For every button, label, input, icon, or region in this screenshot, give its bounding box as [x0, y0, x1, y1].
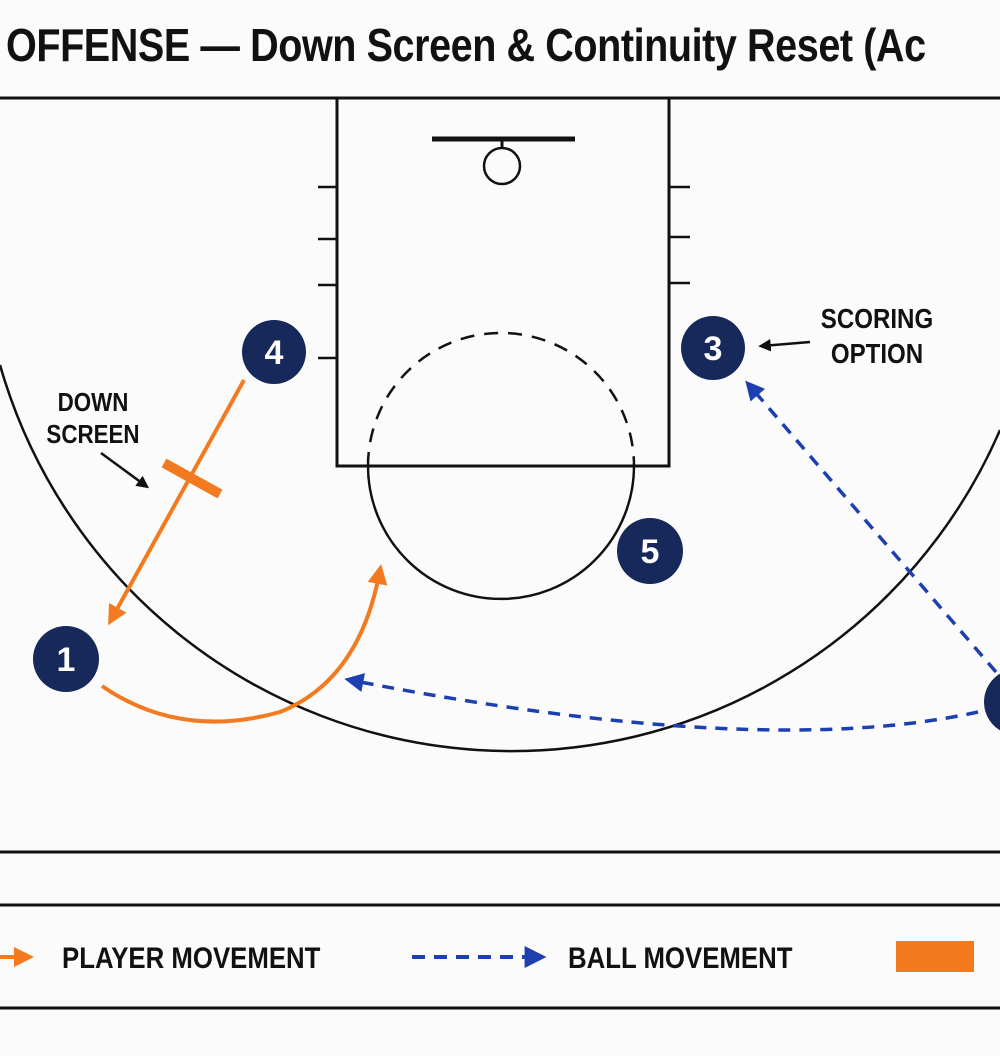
legend-player-movement-label: PLAYER MOVEMENT — [62, 941, 320, 974]
down-screen-label-line1: DOWN — [58, 388, 129, 417]
down-screen-pointer-arrow — [100, 451, 150, 489]
player-movement-arrow-4-to-1 — [108, 379, 246, 626]
legend-screen-icon — [896, 941, 974, 972]
svg-text:1: 1 — [57, 641, 76, 679]
legend-ball-movement-label: BALL MOVEMENT — [568, 941, 792, 974]
diagram-title: OFFENSE — Down Screen & Continuity Reset… — [6, 19, 926, 71]
free-throw-circle-bottom — [366, 465, 636, 601]
player-1: 1 — [33, 626, 99, 692]
lane-hash-marks — [318, 185, 690, 360]
player-3: 3 — [681, 316, 745, 380]
legend: PLAYER MOVEMENT BALL MOVEMENT — [0, 941, 974, 974]
down-screen-label-line2: SCREEN — [46, 420, 139, 449]
rim — [482, 146, 522, 186]
down-screen-bar — [161, 458, 223, 499]
free-throw-circle-top — [366, 331, 636, 467]
lane — [335, 96, 671, 468]
scoring-option-label-line2: OPTION — [831, 337, 923, 369]
scoring-option-pointer-arrow — [758, 339, 811, 352]
player-movement-arrow-1-curl — [100, 564, 388, 724]
ball-movement-arrow-2-to-3 — [745, 380, 998, 674]
svg-text:3: 3 — [704, 330, 723, 368]
player-2: 2 — [984, 673, 1000, 731]
svg-text:4: 4 — [265, 334, 284, 372]
scoring-option-label-line1: SCORING — [821, 302, 933, 334]
ball-movement-arrow-2-to-1 — [344, 673, 979, 732]
svg-text:5: 5 — [641, 533, 660, 571]
three-point-arc — [0, 364, 1000, 753]
player-5: 5 — [617, 518, 683, 584]
player-4: 4 — [242, 320, 306, 384]
